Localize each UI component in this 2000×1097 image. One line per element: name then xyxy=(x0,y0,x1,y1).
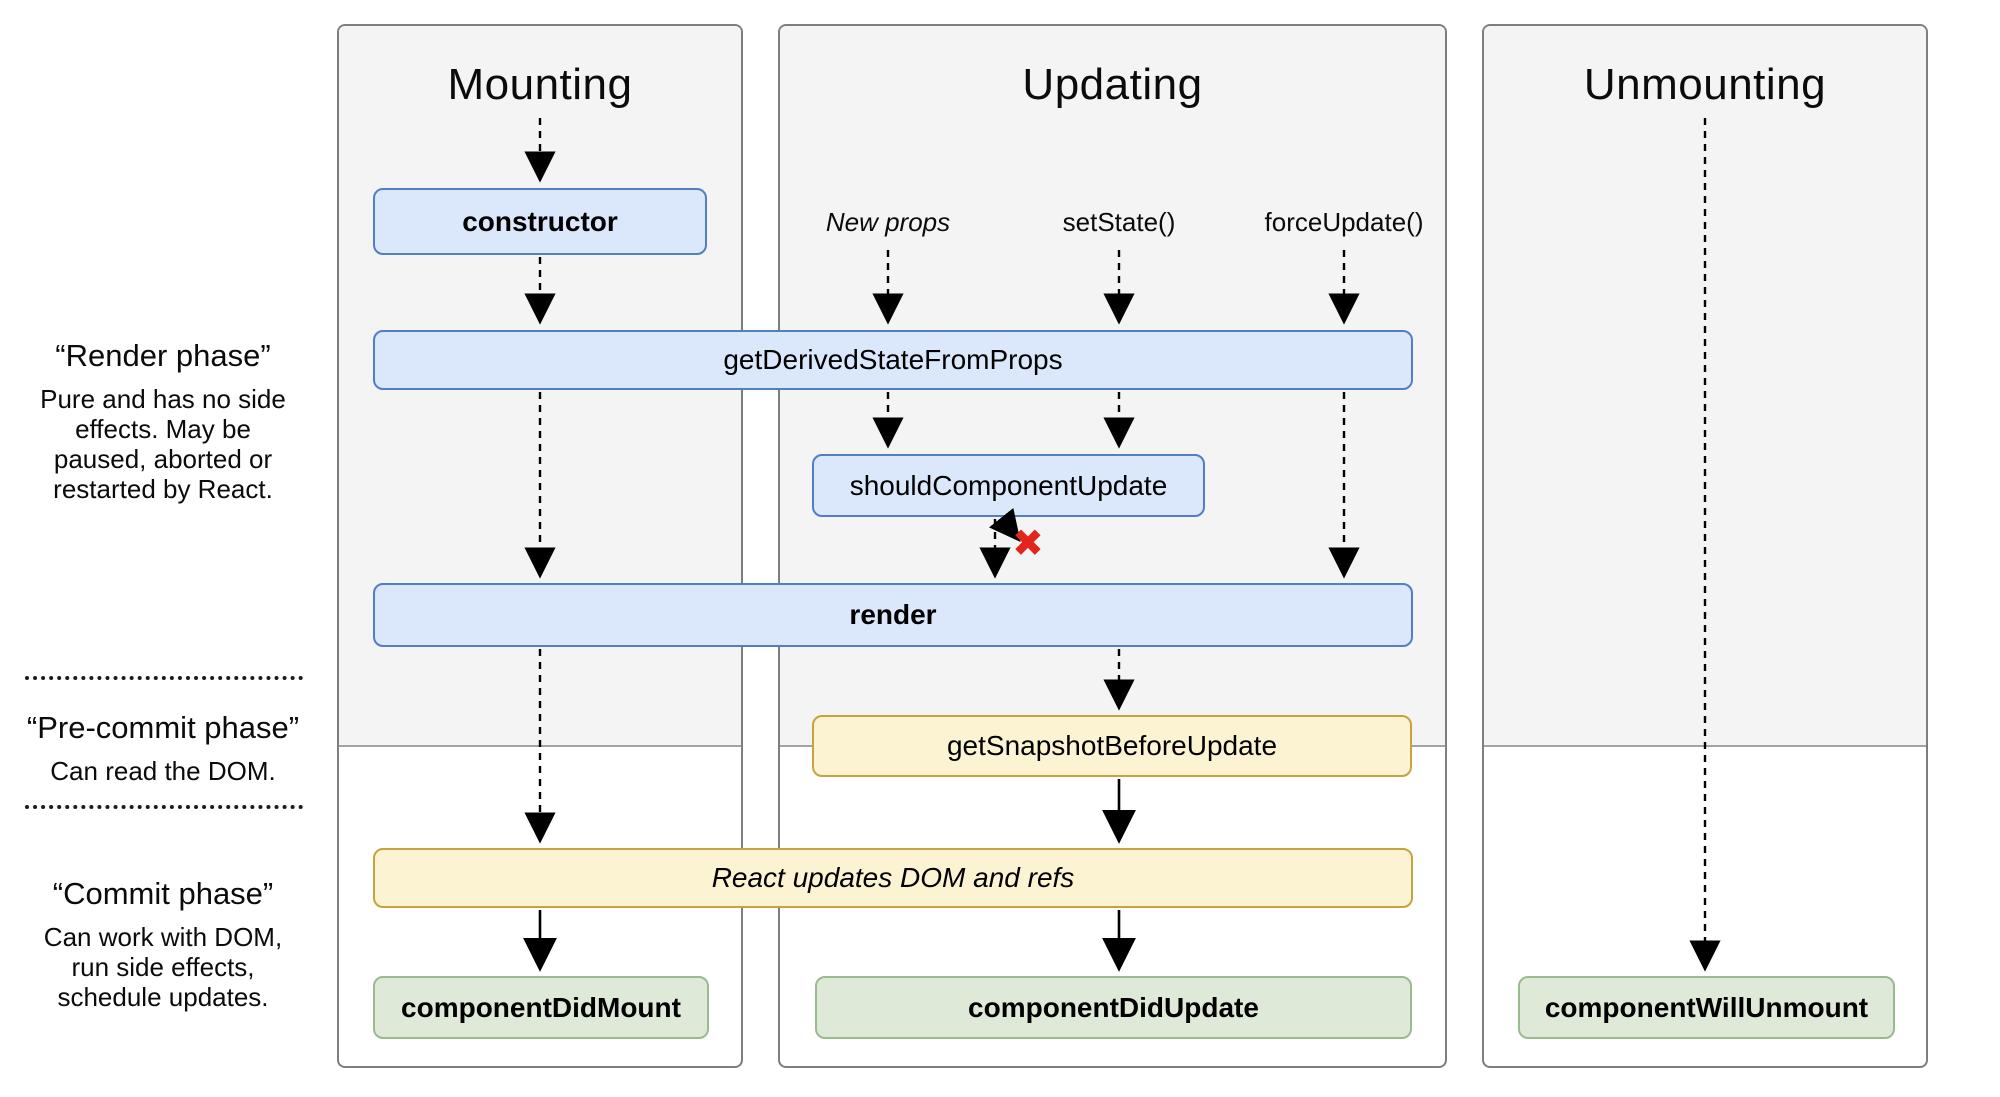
componentwillunmount-box[interactable]: componentWillUnmount xyxy=(1518,976,1895,1039)
column-title-mounting: Mounting xyxy=(447,60,633,109)
render-box[interactable]: render xyxy=(373,583,1413,647)
render-phase-note: “Render phase” Pure and has no side effe… xyxy=(10,338,316,504)
constructor-box[interactable]: constructor xyxy=(373,188,707,255)
componentdidupdate-box[interactable]: componentDidUpdate xyxy=(815,976,1412,1039)
getsnapshotbeforeupdate-box[interactable]: getSnapshotBeforeUpdate xyxy=(812,715,1412,777)
trigger-setstate: setState() xyxy=(1062,207,1176,237)
phase-separator xyxy=(25,805,303,809)
commit-phase-note: “Commit phase” Can work with DOM, run si… xyxy=(10,876,316,1012)
commit-phase-title: “Commit phase” xyxy=(52,876,274,911)
trigger-new-props: New props xyxy=(825,207,951,237)
componentdidmount-box[interactable]: componentDidMount xyxy=(373,976,709,1039)
pre-commit-phase-title: “Pre-commit phase” xyxy=(26,710,300,745)
column-title-unmounting: Unmounting xyxy=(1583,60,1827,109)
react-updates-dom-box: React updates DOM and refs xyxy=(373,848,1413,908)
shouldcomponentupdate-box[interactable]: shouldComponentUpdate xyxy=(812,454,1205,517)
getderivedstatefromprops-box[interactable]: getDerivedStateFromProps xyxy=(373,330,1413,390)
commit-phase-description: Can work with DOM, run side effects, sch… xyxy=(43,922,283,1012)
render-phase-shading xyxy=(1484,26,1926,747)
pre-commit-phase-description: Can read the DOM. xyxy=(50,756,276,786)
unmounting-column: Unmounting xyxy=(1482,24,1928,1068)
pre-commit-phase-note: “Pre-commit phase” Can read the DOM. xyxy=(10,710,316,786)
render-phase-title: “Render phase” xyxy=(55,338,271,373)
trigger-forceupdate: forceUpdate() xyxy=(1264,207,1424,237)
phase-separator xyxy=(25,676,303,680)
column-title-updating: Updating xyxy=(1022,60,1203,109)
updating-column: Updating xyxy=(778,24,1447,1068)
mounting-column: Mounting xyxy=(337,24,743,1068)
skip-update-x-icon: ✖ xyxy=(1012,521,1044,565)
render-phase-description: Pure and has no side effects. May be pau… xyxy=(40,384,286,504)
